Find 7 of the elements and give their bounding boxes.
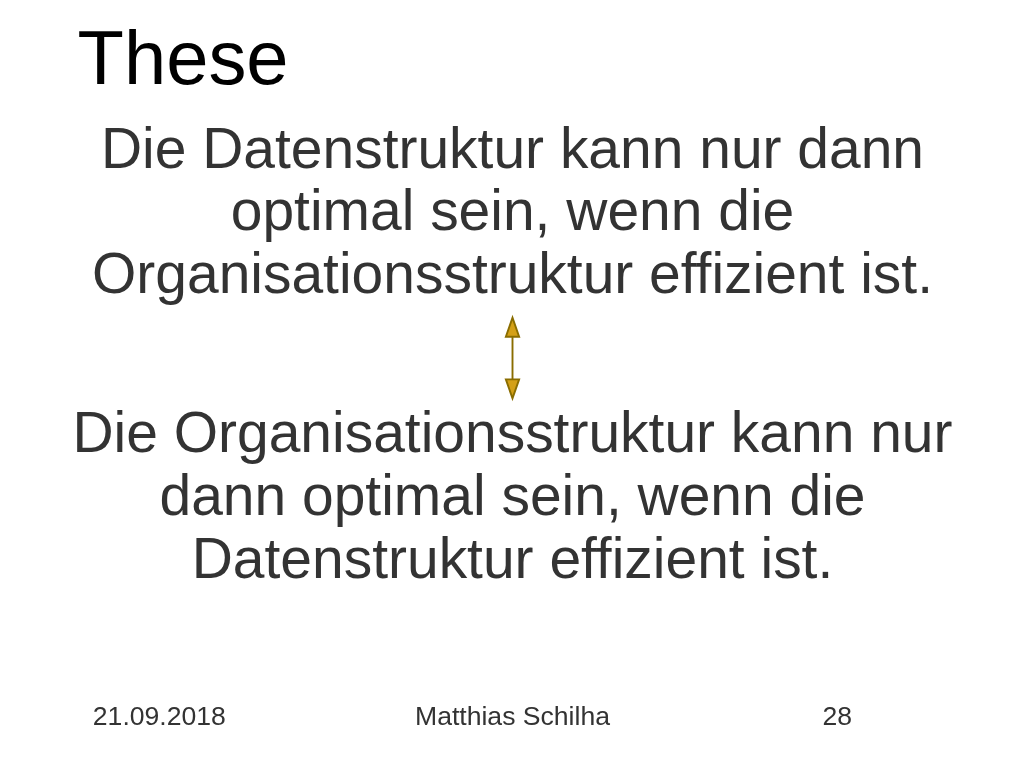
node-text: Die Organisationsstruktur kann nur dann optimal sein, wenn die Datenstruktur effizient ist. [71,400,953,590]
diagram-title: These [77,15,289,100]
label: 28 [821,701,852,732]
label: Matthias Schilha [414,701,610,732]
node-text: Die Datenstruktur kann nur dann optimal sein, wenn die Organisationsstruktur effizient ist. [91,115,933,305]
label: 21.09.2018 [92,701,226,732]
arrow [504,314,520,402]
